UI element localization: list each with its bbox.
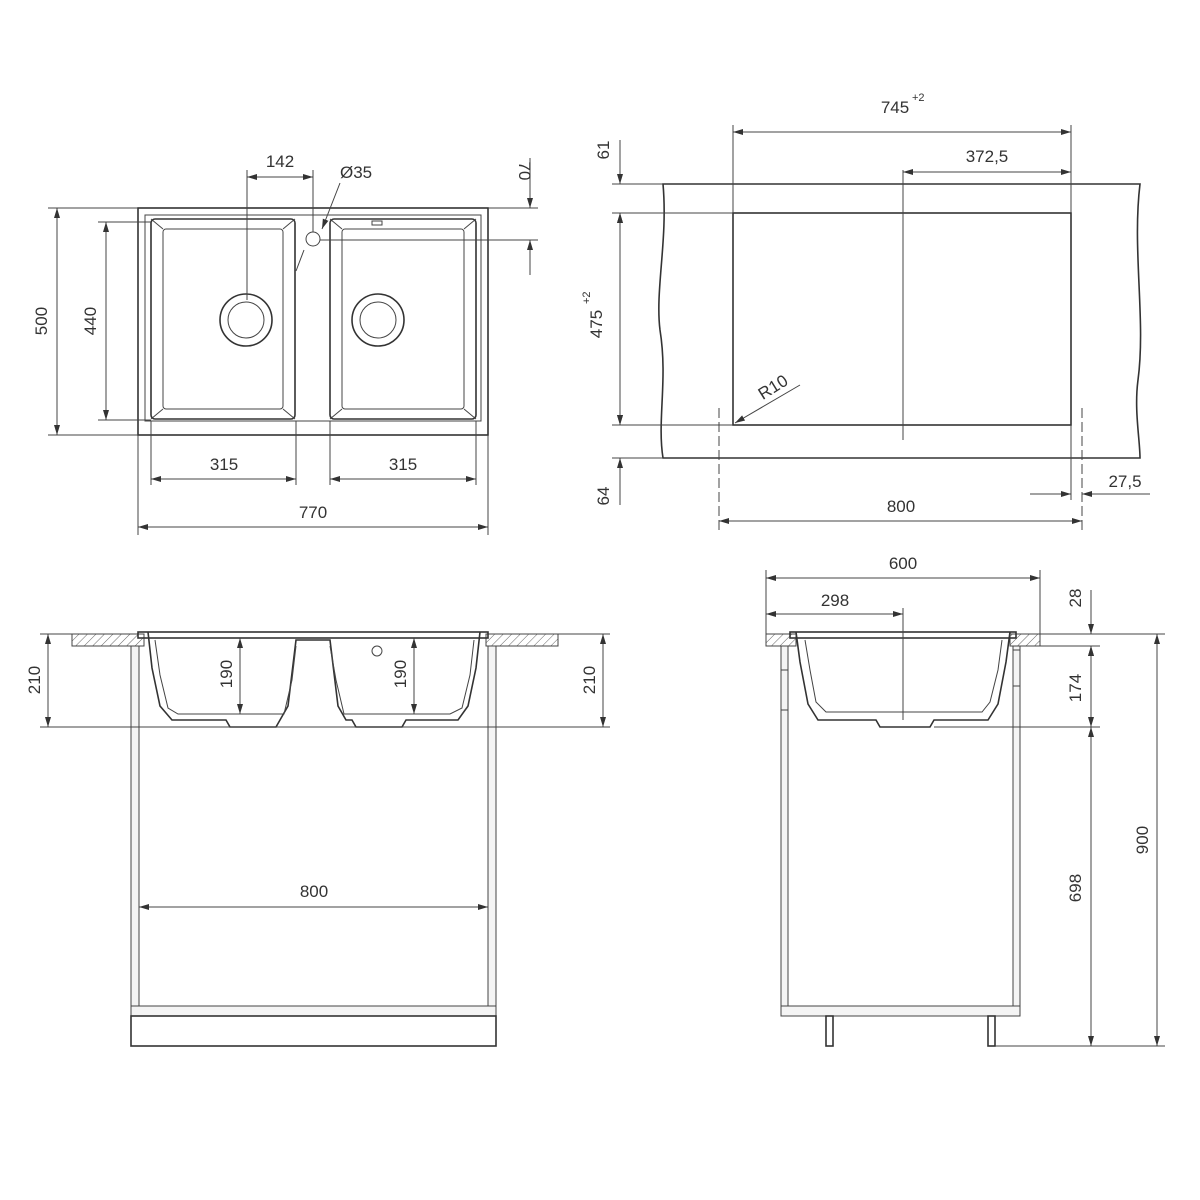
dim-500-label: 500 (32, 307, 51, 335)
right-bowl (329, 218, 477, 420)
side-leg-back (987, 1015, 996, 1047)
dim-600-label: 600 (889, 554, 917, 573)
dim-698-label: 698 (1066, 874, 1085, 902)
dim-900-label: 900 (1133, 826, 1152, 854)
dim-315-left-label: 315 (210, 455, 238, 474)
side-countertop-left (765, 633, 797, 647)
dim-70-label: 70 (515, 162, 534, 181)
cutout-view: 745 +2 372,5 61 475 +2 R10 64 800 27,5 (581, 92, 1150, 530)
cutout-outline (732, 212, 1072, 426)
tap-hole (305, 231, 321, 247)
side-leg-front (825, 1015, 834, 1047)
dim-298-label: 298 (821, 591, 849, 610)
side-countertop-right (1009, 633, 1041, 647)
dim-800-front-label: 800 (300, 882, 328, 901)
dim-174-label: 174 (1066, 674, 1085, 702)
front-cabinet-left-wall (130, 645, 140, 1011)
dim-61-label: 61 (594, 141, 613, 160)
right-drain (351, 293, 405, 347)
front-overflow (371, 645, 383, 657)
dim-hole-label: Ø35 (340, 163, 372, 182)
side-cabinet-bottom (780, 1005, 1021, 1017)
dim-800-top-label: 800 (887, 497, 915, 516)
overflow-slot (371, 220, 383, 226)
dim-210-right-label: 210 (580, 666, 599, 694)
dim-r10-label: R10 (755, 371, 792, 404)
front-cabinet-right-wall (487, 645, 497, 1011)
top-view: 142 Ø35 70 500 440 315 315 770 (32, 152, 538, 535)
dim-64-label: 64 (594, 487, 613, 506)
front-view: 210 210 190 190 800 (25, 631, 610, 1047)
side-sink-profile (795, 631, 1011, 728)
countertop-outline (658, 183, 1142, 459)
dim-372-5-label: 372,5 (966, 147, 1009, 166)
dim-475-tol: +2 (581, 291, 593, 304)
dim-475-label: 475 (587, 310, 606, 338)
side-cabinet-right-wall (1012, 645, 1021, 1011)
front-countertop-right (485, 633, 559, 647)
dim-315-right-label: 315 (389, 455, 417, 474)
dim-440-label: 440 (81, 307, 100, 335)
left-drain (219, 293, 273, 347)
dim-190-right-label: 190 (391, 660, 410, 688)
front-countertop-left (71, 633, 145, 647)
left-bowl (150, 218, 296, 420)
dim-27-5-label: 27,5 (1108, 472, 1141, 491)
dim-142-label: 142 (266, 152, 294, 171)
dim-770-label: 770 (299, 503, 327, 522)
dim-210-left-label: 210 (25, 666, 44, 694)
front-plinth (130, 1015, 497, 1047)
side-view: 600 298 28 174 698 900 (765, 554, 1165, 1047)
dim-745-label: 745 (881, 98, 909, 117)
sink-outline (137, 207, 489, 436)
dim-28-label: 28 (1066, 589, 1085, 608)
dim-190-left-label: 190 (217, 660, 236, 688)
side-cabinet-left-wall (780, 645, 789, 1011)
dim-745-tol: +2 (912, 92, 925, 104)
front-cabinet-bottom (130, 1005, 497, 1017)
front-sink-profile (147, 631, 481, 728)
